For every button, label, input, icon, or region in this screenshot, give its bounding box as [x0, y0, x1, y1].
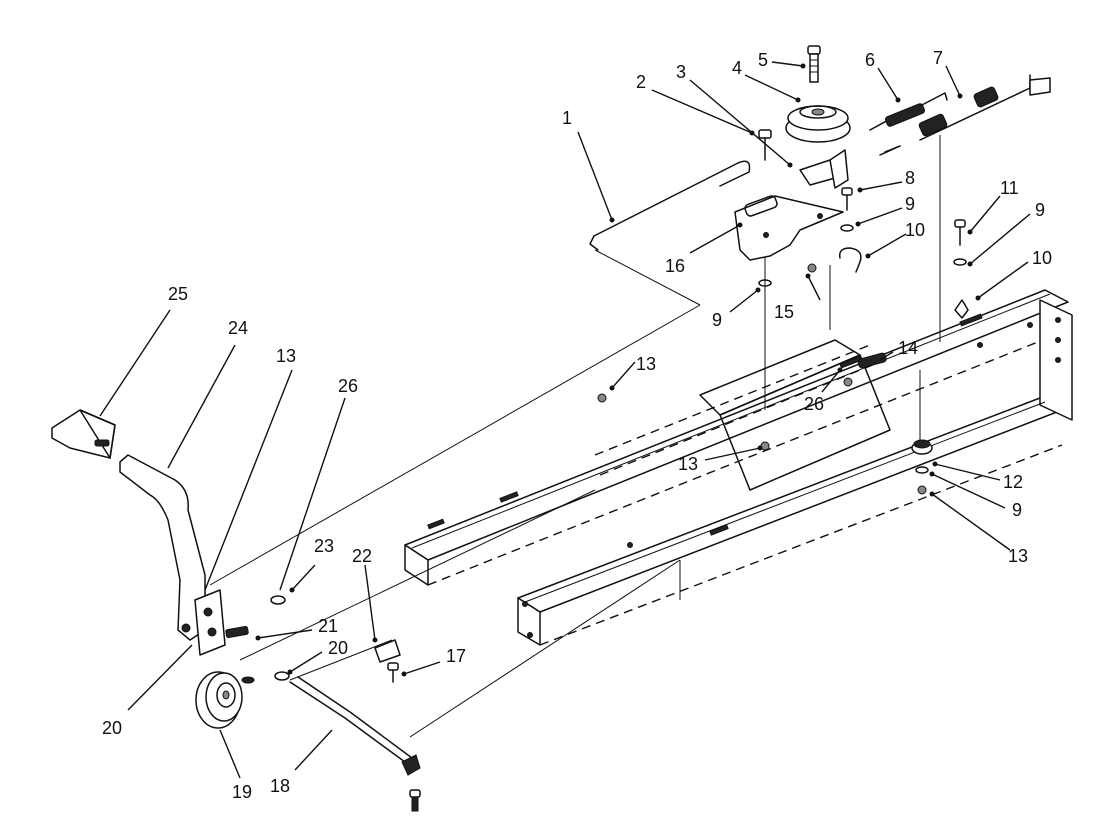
callout-1: 1 — [562, 108, 572, 128]
bracket-part-22 — [374, 639, 401, 663]
callout-leaders — [99, 61, 1031, 779]
callout-9-a: 9 — [905, 194, 915, 214]
rod-part-1 — [589, 160, 751, 251]
washer-part-20-right — [274, 671, 290, 681]
callout-4: 4 — [732, 58, 742, 78]
callout-10-b: 10 — [1032, 248, 1052, 268]
callout-17: 17 — [446, 646, 466, 666]
callout-26-b: 26 — [804, 394, 824, 414]
washer-part-9-right — [953, 258, 967, 266]
callout-23: 23 — [314, 536, 334, 556]
callout-3: 3 — [676, 62, 686, 82]
hook-part-10 — [838, 247, 862, 273]
nut-part-15 — [807, 263, 817, 273]
bolt-part-18-end — [409, 789, 421, 812]
callout-7: 7 — [933, 48, 943, 68]
callout-16: 16 — [665, 256, 685, 276]
bushing-part-20 — [241, 676, 255, 684]
bolt-part-8 — [841, 187, 853, 211]
spring-rod-part-7 — [918, 74, 1051, 141]
bolt-part-21 — [225, 625, 249, 639]
callout-12: 12 — [1003, 472, 1023, 492]
callout-2: 2 — [636, 72, 646, 92]
hook-part-10-right — [954, 299, 969, 319]
callout-19: 19 — [232, 782, 252, 802]
callout-9-b: 9 — [1035, 200, 1045, 220]
bolt-part-2 — [758, 129, 772, 161]
callout-9-d: 9 — [1012, 500, 1022, 520]
bolt-part-11 — [954, 219, 966, 246]
pulley-part-4 — [785, 105, 851, 143]
nut-part-13-upper — [597, 393, 607, 403]
callout-9-c: 9 — [712, 310, 722, 330]
bracket-part-16 — [734, 195, 844, 261]
callout-13-b: 13 — [636, 354, 656, 374]
washer-part-9-left — [758, 279, 772, 287]
pedal-hub-plate — [181, 589, 226, 656]
pulley-part-12 — [911, 439, 933, 455]
callout-21: 21 — [318, 616, 338, 636]
nut-part-26-right — [843, 377, 853, 387]
callout-26-a: 26 — [338, 376, 358, 396]
callout-6: 6 — [865, 50, 875, 70]
center-cross-member — [594, 339, 891, 491]
callout-22: 22 — [352, 546, 372, 566]
callout-24: 24 — [228, 318, 248, 338]
callout-25: 25 — [168, 284, 188, 304]
callout-20-b: 20 — [328, 638, 348, 658]
callout-13-d: 13 — [1008, 546, 1028, 566]
spring-rod-part-6 — [869, 92, 948, 156]
rod-part-18 — [289, 676, 421, 776]
callout-labels: 1 2 3 4 5 6 7 8 9 9 9 9 10 10 11 12 13 1… — [102, 48, 1052, 802]
assembly-lines — [209, 135, 941, 738]
callout-13-c: 13 — [678, 454, 698, 474]
pedal-pad-part-25 — [51, 409, 116, 459]
callout-8: 8 — [905, 168, 915, 188]
idler-pulley-part-19 — [195, 671, 243, 729]
callout-10-a: 10 — [905, 220, 925, 240]
bracket-part-3 — [799, 149, 849, 189]
bolt-part-17 — [387, 662, 399, 683]
callout-arrowheads — [255, 63, 981, 677]
callout-14: 14 — [898, 338, 918, 358]
callout-13-a: 13 — [276, 346, 296, 366]
callout-20-a: 20 — [102, 718, 122, 738]
washer-part-9-lower — [915, 466, 929, 474]
callout-5: 5 — [758, 50, 768, 70]
washer-part-9-upper — [840, 224, 854, 232]
bolt-part-5 — [807, 45, 821, 83]
pedal-arm-part-24 — [119, 454, 206, 641]
washer-part-26-left — [270, 595, 286, 605]
callout-11: 11 — [1000, 178, 1019, 198]
callout-18: 18 — [270, 776, 290, 796]
nut-part-13-lower-right — [917, 485, 927, 495]
callout-15: 15 — [774, 302, 794, 322]
